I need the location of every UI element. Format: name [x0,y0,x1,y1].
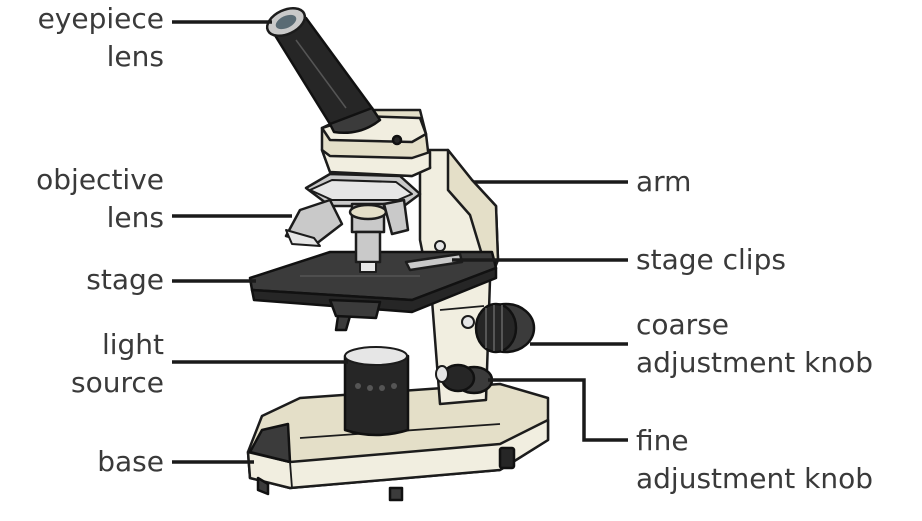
label-fine-line1: fine [636,422,873,460]
label-objective-line2: lens [36,199,164,237]
label-objective-line1: objective [36,161,164,199]
label-coarse-adjustment-knob: coarse adjustment knob [636,306,873,382]
label-eyepiece-line1: eyepiece [38,0,164,38]
label-coarse-line1: coarse [636,306,873,344]
label-stage-clips: stage clips [636,241,786,279]
label-arm: arm [636,163,691,201]
eyepiece-illustration [263,3,380,133]
label-light-source: light source [71,326,164,402]
label-light-line1: light [71,326,164,364]
label-eyepiece-line2: lens [38,38,164,76]
label-fine-adjustment-knob: fine adjustment knob [636,422,873,498]
label-eyepiece-lens: eyepiece lens [38,0,164,76]
label-stage-line1: stage [86,261,164,299]
label-base: base [97,443,164,481]
light-source-illustration [336,316,408,435]
label-light-line2: source [71,364,164,402]
label-stage: stage [86,261,164,299]
label-base-line1: base [97,443,164,481]
label-stage-clips-line1: stage clips [636,241,786,279]
label-coarse-line2: adjustment knob [636,344,873,382]
label-fine-line2: adjustment knob [636,460,873,498]
label-arm-line1: arm [636,163,691,201]
label-objective-lens: objective lens [36,161,164,237]
